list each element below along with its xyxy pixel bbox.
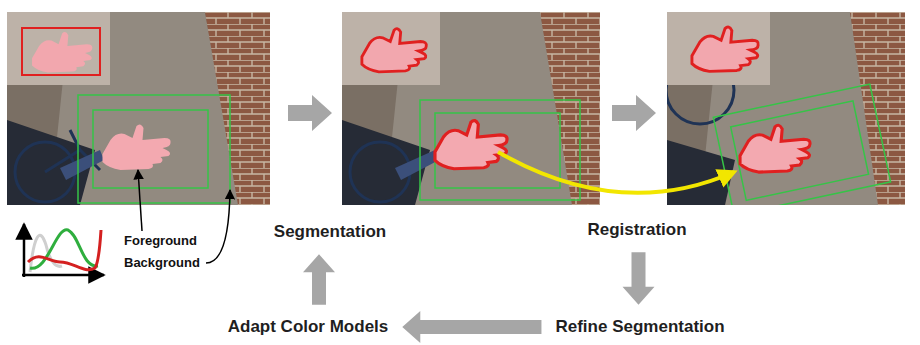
- flow-arrow: [303, 254, 335, 305]
- histogram-icon: [22, 224, 104, 277]
- step-label: Registration: [583, 218, 690, 242]
- region-label: Background: [122, 255, 202, 271]
- foreground-box: [731, 101, 869, 200]
- video-frame: [667, 12, 905, 205]
- flow-arrow: [623, 252, 655, 305]
- step-label: Adapt Color Models: [224, 315, 393, 339]
- axis: [23, 224, 26, 277]
- flow-arrow: [612, 95, 656, 131]
- brick-wall: [205, 12, 270, 205]
- step-label: Segmentation: [270, 220, 390, 244]
- step-label: Refine Segmentation: [551, 315, 728, 339]
- inset-frame: [7, 12, 110, 85]
- registered-boxes: [713, 84, 890, 205]
- leader-line: [206, 190, 230, 263]
- background-box: [78, 95, 230, 203]
- ground: [667, 12, 905, 205]
- segmented-hand: [740, 125, 810, 172]
- registration-arrow: [498, 152, 734, 193]
- segmented-hand: [362, 29, 426, 72]
- histogram-curve: [28, 230, 101, 270]
- background-box: [713, 84, 890, 205]
- step-text: Refine Segmentation: [555, 317, 724, 337]
- inset-frame: [667, 12, 770, 85]
- step-text: Adapt Color Models: [228, 317, 389, 337]
- step-text: Segmentation: [274, 222, 386, 242]
- video-frame: [342, 12, 600, 205]
- segmented-hand: [692, 27, 758, 71]
- flow-arrow: [402, 311, 541, 343]
- flow-arrow: [288, 95, 332, 131]
- foreground-box: [435, 113, 560, 188]
- segmented-hand: [435, 121, 507, 169]
- hand: [103, 124, 171, 170]
- axis: [22, 274, 104, 277]
- ground: [342, 12, 600, 205]
- sleeve: [60, 150, 104, 180]
- region-label: Foreground: [122, 233, 199, 249]
- background-box: [420, 100, 580, 200]
- detection-box: [22, 28, 100, 75]
- step-text: Registration: [587, 220, 686, 240]
- leader-line: [138, 170, 142, 231]
- inset-frame: [342, 12, 440, 85]
- foreground-box: [93, 110, 208, 188]
- sleeve: [395, 150, 439, 180]
- hand: [32, 32, 92, 72]
